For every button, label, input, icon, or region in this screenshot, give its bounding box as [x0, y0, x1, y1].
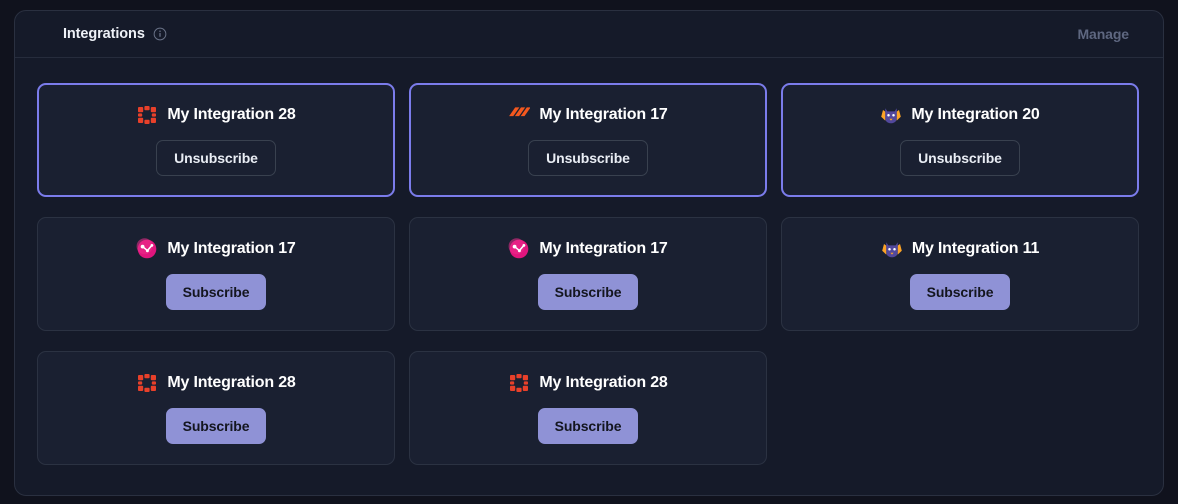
subscribe-button[interactable]: Subscribe: [165, 408, 267, 444]
integration-card[interactable]: My Integration 17 Subscribe: [409, 217, 767, 331]
integration-name: My Integration 17: [539, 240, 668, 257]
tanuki-fox-icon: [881, 238, 903, 260]
integration-name: My Integration 28: [167, 106, 296, 123]
integration-card[interactable]: My Integration 28 Subscribe: [409, 351, 767, 465]
integration-card-header: My Integration 28: [136, 104, 296, 126]
integration-card-header: My Integration 11: [881, 238, 1039, 260]
subscribe-button[interactable]: Subscribe: [909, 274, 1011, 310]
red-grid-icon: [508, 372, 530, 394]
integration-card-grid: My Integration 28 Unsubscribe My Integrat…: [15, 58, 1163, 490]
integration-card-header: My Integration 17: [508, 238, 668, 260]
info-circle-icon[interactable]: [153, 27, 167, 41]
tanuki-fox-icon: [880, 104, 902, 126]
red-grid-icon: [136, 104, 158, 126]
red-grid-icon: [136, 372, 158, 394]
integration-card[interactable]: My Integration 17 Unsubscribe: [409, 83, 767, 197]
panel-header: Integrations Manage: [15, 11, 1163, 58]
integration-card-header: My Integration 28: [136, 372, 296, 394]
integration-name: My Integration 20: [911, 106, 1040, 123]
unsubscribe-button[interactable]: Unsubscribe: [900, 140, 1020, 176]
page-title: Integrations: [63, 26, 145, 42]
integration-card-header: My Integration 17: [136, 238, 296, 260]
unsubscribe-button[interactable]: Unsubscribe: [528, 140, 648, 176]
pink-molecule-icon: [508, 238, 530, 260]
orange-slant-bars-icon: [508, 104, 531, 126]
pink-molecule-icon: [136, 238, 158, 260]
subscribe-button[interactable]: Subscribe: [537, 274, 639, 310]
integration-card-header: My Integration 28: [508, 372, 668, 394]
subscribe-button[interactable]: Subscribe: [537, 408, 639, 444]
panel-header-title-group: Integrations: [63, 26, 167, 42]
integrations-panel: Integrations Manage My Integr: [14, 10, 1164, 496]
integration-card[interactable]: My Integration 11 Subscribe: [781, 217, 1139, 331]
integration-name: My Integration 28: [539, 374, 668, 391]
manage-button[interactable]: Manage: [1077, 26, 1129, 42]
subscribe-button[interactable]: Subscribe: [165, 274, 267, 310]
unsubscribe-button[interactable]: Unsubscribe: [156, 140, 276, 176]
integration-name: My Integration 17: [167, 240, 296, 257]
integration-card-header: My Integration 17: [508, 104, 668, 126]
integration-name: My Integration 17: [539, 106, 668, 123]
integration-name: My Integration 11: [911, 240, 1040, 257]
integration-card[interactable]: My Integration 28 Subscribe: [37, 351, 395, 465]
integration-card[interactable]: My Integration 17 Subscribe: [37, 217, 395, 331]
integration-card[interactable]: My Integration 20 Unsubscribe: [781, 83, 1139, 197]
integration-name: My Integration 28: [167, 374, 296, 391]
integration-card-header: My Integration 20: [880, 104, 1040, 126]
integration-card[interactable]: My Integration 28 Unsubscribe: [37, 83, 395, 197]
